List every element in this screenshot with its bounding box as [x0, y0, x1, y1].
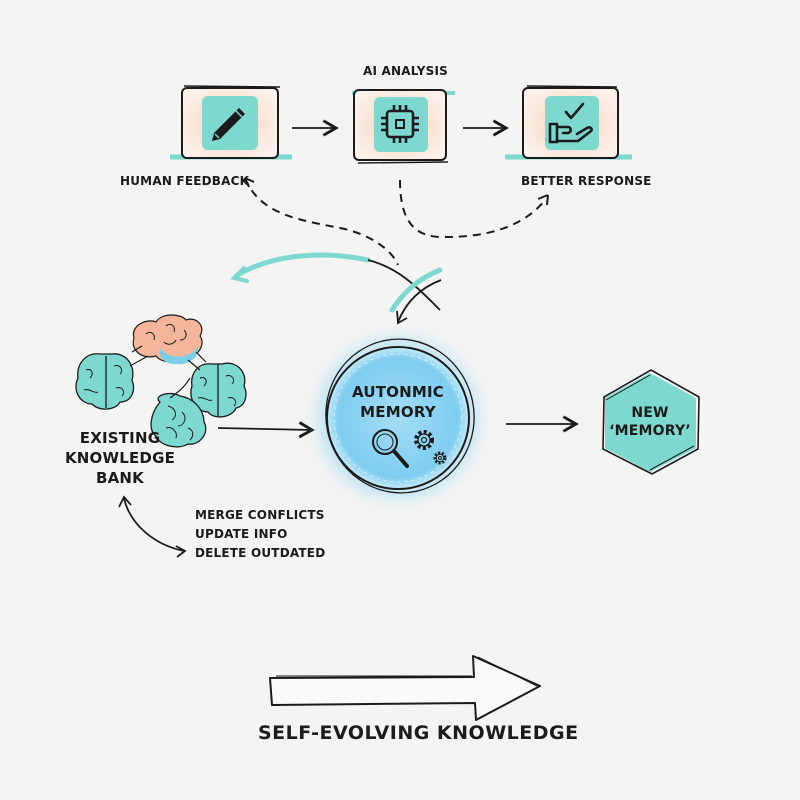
footer-title: SELF-EVOLVING KNOWLEDGE [258, 722, 579, 744]
small-gear-icon [433, 451, 447, 465]
curved-double-arrow [123, 497, 185, 552]
teal-return-arrow [233, 252, 371, 279]
step-box-ai-analysis [352, 89, 455, 164]
label-line: KNOWLEDGE [64, 449, 176, 467]
label-autonomic-memory: AUTONMIC MEMORY [338, 382, 458, 422]
hand-check-icon [548, 102, 593, 144]
brain-right-icon [190, 362, 247, 418]
label-line: EXISTING [79, 429, 161, 447]
label-line: MEMORY [360, 403, 436, 421]
operation-item: MERGE CONFLICTS [195, 508, 325, 522]
label-better-response: BETTER RESPONSE [521, 174, 652, 188]
brain-top-icon [132, 314, 203, 365]
new-memory-hexagon [602, 369, 700, 475]
label-line: AUTONMIC [352, 383, 444, 401]
label-new-memory: NEW ‘MEMORY’ [600, 404, 700, 440]
knowledge-operations-list: MERGE CONFLICTS UPDATE INFO DELETE OUTDA… [195, 506, 325, 563]
chip-icon [381, 105, 419, 143]
magnifier-icon [372, 429, 409, 468]
arrow-bank-to-core [217, 421, 315, 439]
label-human-feedback: HUMAN FEEDBACK [120, 174, 250, 188]
label-line: BANK [95, 469, 145, 487]
label-ai-analysis: AI ANALYSIS [363, 64, 448, 78]
label-line: NEW [631, 405, 669, 421]
pencil-icon [212, 108, 245, 141]
brain-left-icon [75, 353, 135, 410]
operation-item: UPDATE INFO [195, 527, 288, 541]
step-box-better-response [505, 85, 632, 160]
operation-item: DELETE OUTDATED [195, 546, 326, 560]
step-box-human-feedback [170, 85, 292, 160]
brain-bottom-icon [150, 392, 207, 448]
knowledge-brains [75, 314, 247, 448]
gear-icon [414, 430, 434, 450]
big-progress-arrow [269, 655, 541, 721]
core-memory-node [318, 338, 478, 498]
label-existing-knowledge-bank: EXISTING KNOWLEDGE BANK [60, 428, 180, 488]
label-line: ‘MEMORY’ [609, 423, 691, 439]
black-down-arrow [397, 279, 442, 323]
dashed-loop-to-feedback [244, 177, 399, 266]
dashed-loop-to-response [399, 179, 546, 239]
